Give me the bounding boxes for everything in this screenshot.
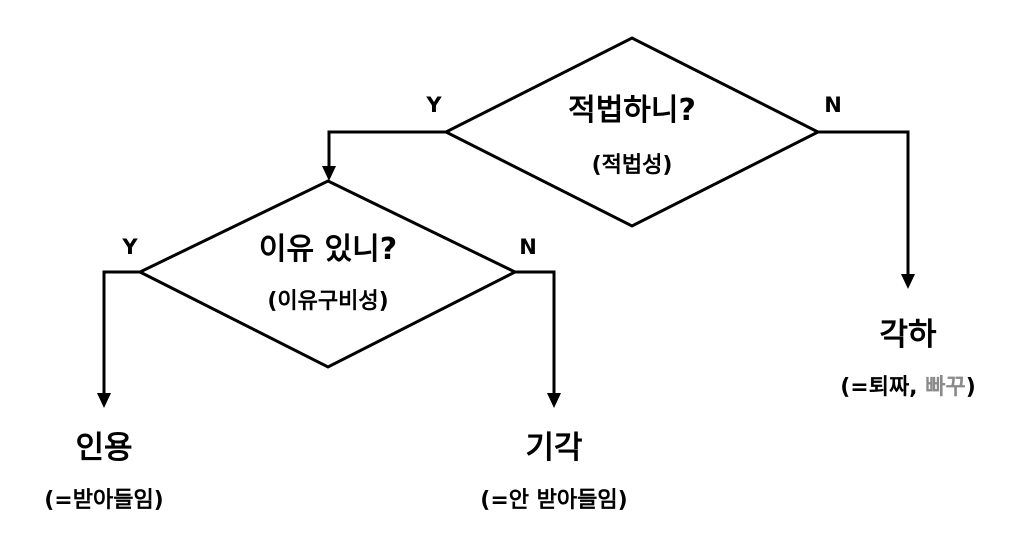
dismissal-gloss-prefix: (=퇴짜, (840, 375, 925, 400)
acceptance-gloss: (=받아들임) (44, 488, 164, 513)
dismissal-gloss-suffix: ) (966, 375, 976, 400)
reason-no-connector (515, 270, 556, 394)
reason-question: 이유 있니? (259, 232, 397, 267)
dismissal-gloss-faded: 빠꾸 (925, 375, 965, 400)
acceptance-title: 인용 (75, 430, 132, 466)
reason-decision-diamond (136, 179, 519, 369)
reason-yes-connector (102, 270, 140, 394)
rejection-gloss: (=안 받아들임) (480, 488, 627, 513)
legality-yes-arrowhead (322, 166, 336, 181)
legality-question: 적법하니? (568, 93, 696, 128)
legality-no-connector (818, 130, 910, 275)
legality-no-arrowhead (901, 274, 915, 289)
legality-decision-diamond (442, 36, 822, 228)
reason-term: (이유구비성) (267, 289, 388, 314)
reason-no-label: N (519, 235, 537, 259)
legality-no-label: N (824, 93, 842, 117)
reason-yes-label: Y (121, 235, 138, 259)
reason-no-arrowhead (547, 393, 561, 408)
legality-term: (적법성) (592, 153, 673, 178)
legality-yes-connector (327, 130, 446, 168)
dismissal-gloss: (=퇴짜, 빠꾸) (840, 375, 976, 400)
reason-yes-arrowhead (97, 393, 111, 408)
legality-yes-label: Y (425, 93, 442, 117)
rejection-title: 기각 (525, 430, 582, 466)
dismissal-title: 각하 (879, 317, 937, 353)
